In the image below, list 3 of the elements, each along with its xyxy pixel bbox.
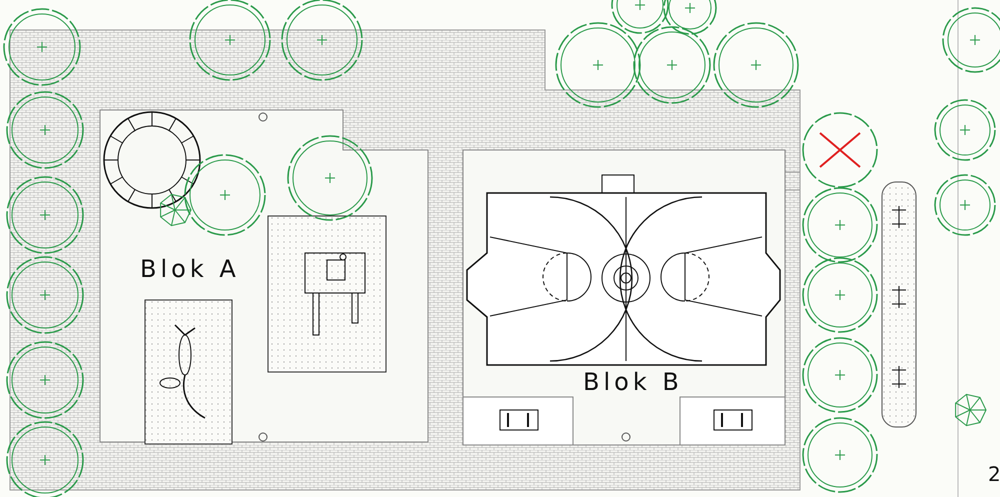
sheet-number: 2 (988, 462, 1000, 486)
area-label: Blok A (140, 255, 240, 283)
area-label: Blok B (583, 368, 683, 396)
